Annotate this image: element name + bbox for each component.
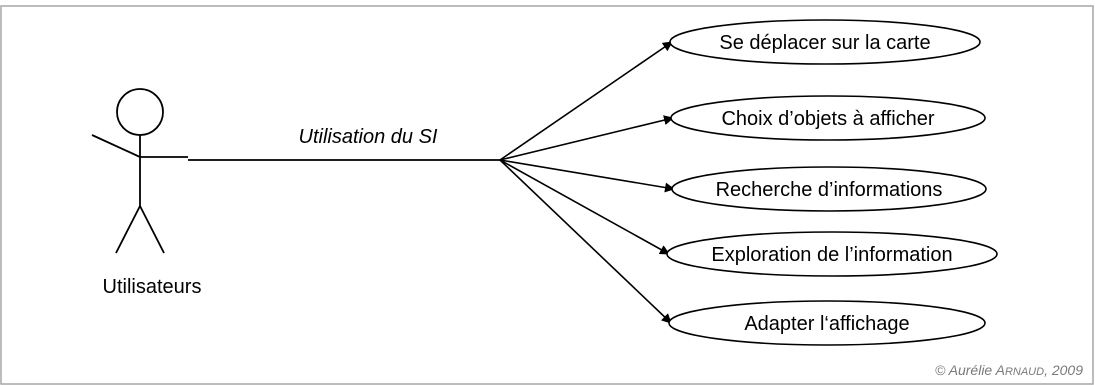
actor-right-leg	[139, 205, 165, 254]
credit-text: © Aurélie ARNAUD, 2009	[935, 362, 1083, 378]
association-label: Utilisation du SI	[299, 126, 438, 148]
use-case-ellipse	[671, 166, 987, 212]
actor-left-arm	[91, 134, 141, 158]
arrow-to-use-case-4	[499, 159, 670, 255]
use-case-ellipse	[668, 300, 986, 346]
actor-label: Utilisateurs	[103, 276, 202, 298]
use-case-ellipse	[666, 231, 998, 277]
arrow-to-use-case-5	[499, 159, 672, 324]
use-case-5: Adapter l‘affichage	[668, 300, 986, 346]
use-case-label: Exploration de l’information	[711, 244, 952, 266]
use-case-label: Choix d’objets à afficher	[721, 108, 934, 130]
use-case-ellipse	[669, 19, 981, 65]
use-case-arrows	[499, 41, 675, 324]
use-case-3: Recherche d’informations	[671, 166, 987, 212]
use-case-4: Exploration de l’information	[666, 231, 998, 277]
use-case-label: Recherche d’informations	[716, 179, 943, 201]
use-case-ellipse	[670, 95, 986, 141]
use-case-1: Se déplacer sur la carte	[669, 19, 981, 65]
actor-left-leg	[115, 205, 141, 254]
arrow-to-use-case-1	[499, 41, 673, 161]
actor-stick-figure	[91, 88, 188, 254]
arrow-to-use-case-2	[499, 115, 674, 161]
arrow-to-use-case-3	[499, 159, 675, 193]
use-case-label: Se déplacer sur la carte	[719, 32, 930, 54]
use-case-label: Adapter l‘affichage	[744, 313, 909, 335]
use-case-2: Choix d’objets à afficher	[670, 95, 986, 141]
